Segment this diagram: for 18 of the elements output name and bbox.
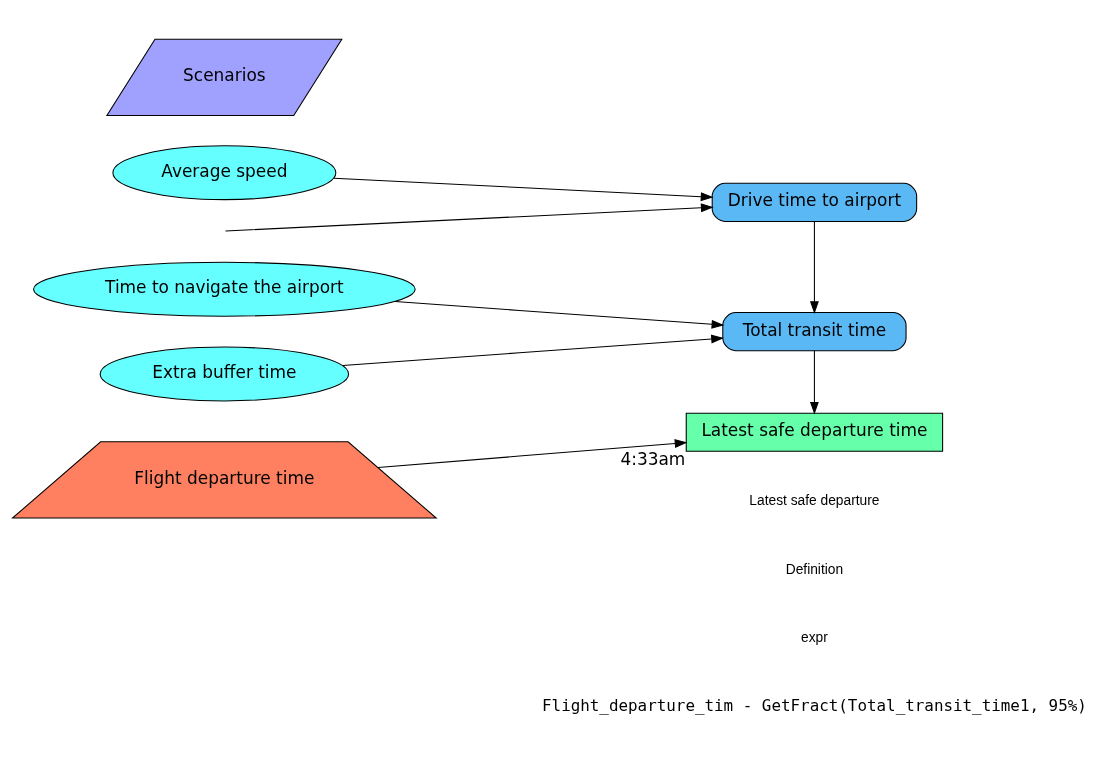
- arrow: [225, 202, 714, 231]
- node-box: Latest safe departure time: [685, 412, 944, 452]
- label: Flight_departure_tim - GetFract(Total_transit_time1, 95%): [542, 695, 1087, 715]
- label: expr: [801, 629, 828, 645]
- arrow: [377, 438, 688, 468]
- arrow: [333, 177, 714, 201]
- arrow: [342, 334, 724, 366]
- label: Latest safe departure: [749, 492, 880, 508]
- arrow: [394, 300, 725, 329]
- node-ellipse: Average speed: [112, 144, 337, 200]
- arrow: [809, 349, 819, 415]
- label: Definition: [785, 561, 844, 577]
- node-box: Total transit time: [722, 311, 907, 351]
- node-ellipse: Time to navigate the airport: [33, 261, 416, 317]
- node-label: 4:33am: [620, 448, 686, 469]
- node-ellipse: Extra buffer time: [99, 346, 350, 401]
- arrow: [809, 220, 819, 314]
- node-box: Drive time to airport: [711, 182, 918, 222]
